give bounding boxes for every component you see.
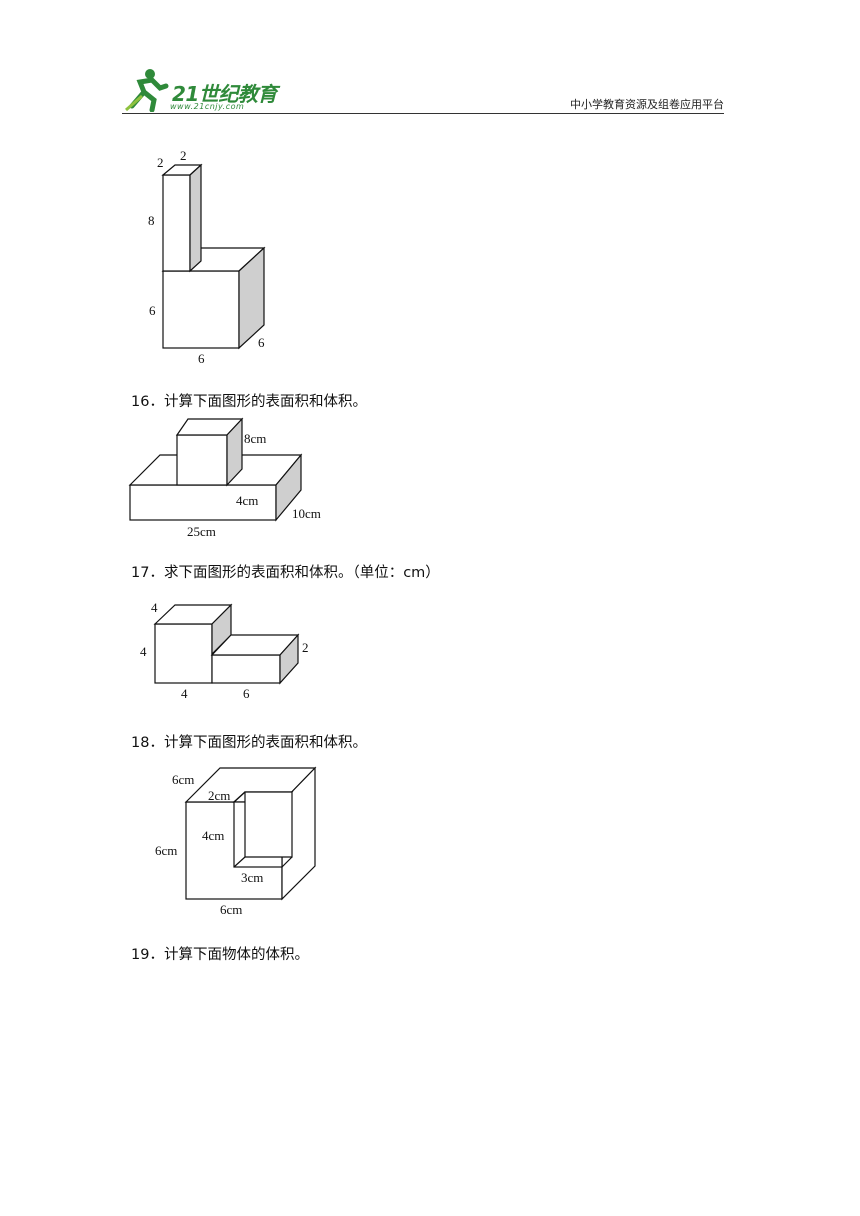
label-cube-d: 4 — [151, 600, 158, 615]
label-tower-h: 8 — [148, 213, 155, 228]
page-header: 21世纪教育 www.21cnjy.com 中小学教育资源及组卷应用平台 — [122, 66, 724, 116]
label-base-w: 25cm — [187, 524, 216, 539]
label-base-d: 10cm — [292, 506, 321, 521]
figure-15-prism-tower: 2 2 8 6 6 6 — [148, 148, 266, 366]
label-width: 6cm — [220, 902, 242, 917]
label-base-w: 6 — [198, 351, 205, 366]
figure-18-notched-cube: 6cm 2cm 4cm 6cm 3cm 6cm — [155, 766, 317, 917]
label-top-w: 2 — [157, 155, 164, 170]
label-hole-h: 4cm — [202, 828, 224, 843]
question-19: 19．计算下面物体的体积。 — [131, 947, 309, 963]
label-base-h: 6 — [149, 303, 156, 318]
label-top-d: 2 — [180, 148, 187, 163]
label-bar-w: 6 — [243, 686, 250, 701]
question-16: 16．计算下面图形的表面积和体积。 — [131, 394, 367, 410]
label-height: 6cm — [155, 843, 177, 858]
label-gap-d: 2cm — [208, 788, 230, 803]
site-logo: 21世纪教育 www.21cnjy.com — [122, 66, 292, 114]
label-cube-w: 4 — [181, 686, 188, 701]
question-17: 17．求下面图形的表面积和体积。（单位：cm） — [131, 565, 440, 581]
label-cube-h: 8cm — [244, 431, 266, 446]
label-depth: 6cm — [172, 772, 194, 787]
runner-icon — [125, 69, 169, 113]
figure-16-cube-on-slab: 8cm 4cm 25cm 10cm — [128, 417, 321, 539]
logo-url: www.21cnjy.com — [170, 102, 245, 111]
label-cube-h: 4 — [140, 644, 147, 659]
question-18: 18．计算下面图形的表面积和体积。 — [131, 735, 367, 751]
label-base-d: 6 — [258, 335, 265, 350]
label-hole-w: 3cm — [241, 870, 263, 885]
logo-text: 21世纪教育 — [172, 82, 277, 106]
label-bar-d: 2 — [302, 640, 309, 655]
header-platform-text: 中小学教育资源及组卷应用平台 — [570, 98, 724, 111]
figure-17-cube-and-bar: 4 4 4 6 2 — [140, 600, 309, 701]
label-base-h: 4cm — [236, 493, 258, 508]
header-divider — [122, 113, 724, 114]
